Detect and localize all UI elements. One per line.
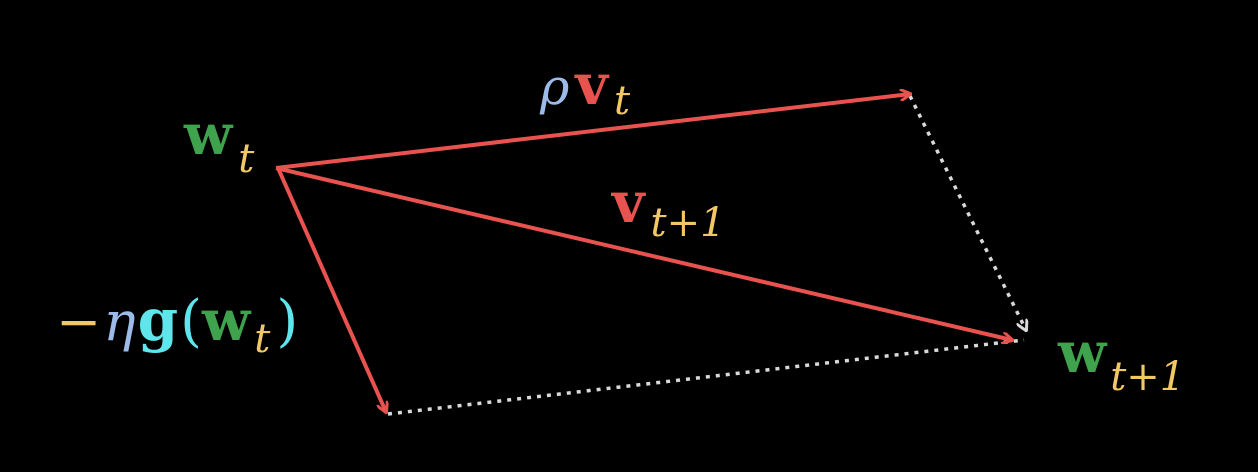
rho-v-sub: t (614, 78, 631, 124)
dotted-line-top-right (908, 95, 1026, 330)
rho-v-base: v (573, 52, 609, 118)
open-paren: ( (180, 289, 202, 354)
w-t1-base: w (1057, 320, 1108, 386)
v-t1-base: v (610, 170, 646, 236)
vector-rho-v-t (275, 94, 910, 170)
w-t-sub: t (238, 136, 255, 182)
close-paren: ) (276, 289, 298, 354)
minus-sign: − (56, 290, 101, 353)
w-t-base: w (183, 102, 234, 168)
g-w-sub: t (254, 316, 271, 362)
dotted-line-bottom (387, 338, 1025, 416)
v-t1-sub: t+1 (651, 200, 726, 246)
vector-v-t-plus-1 (275, 166, 1012, 340)
vector-negative-eta-gradient (276, 167, 386, 412)
g-symbol: g (138, 286, 179, 354)
g-w-base: w (201, 288, 252, 354)
rho-symbol: ρ (539, 58, 570, 116)
w-t1-sub: t+1 (1110, 354, 1185, 400)
eta-symbol: η (103, 290, 135, 353)
